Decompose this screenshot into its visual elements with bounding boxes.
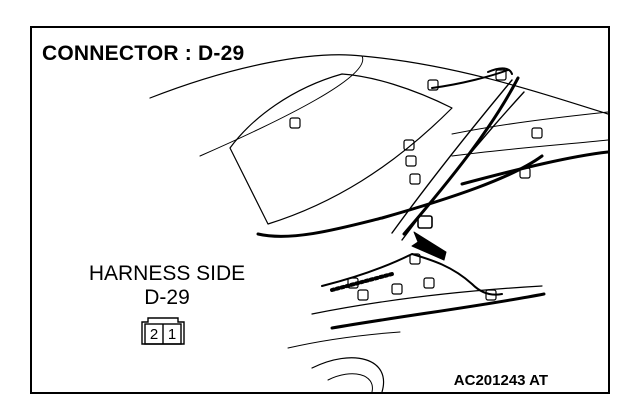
connector-outline xyxy=(141,317,185,345)
vehicle-illustration xyxy=(149,54,608,392)
floor-line xyxy=(311,285,543,315)
sill-line xyxy=(287,331,401,349)
dash-harness-upper xyxy=(256,154,544,238)
wheel-arch-outer xyxy=(311,357,385,392)
body-line-2 xyxy=(451,139,608,157)
floor-harness xyxy=(330,292,546,330)
figure-code: AC201243 AT xyxy=(453,372,548,389)
pillar-harness xyxy=(402,76,520,236)
harness-label-block: HARNESS SIDE D-29 xyxy=(72,262,262,310)
connector-clips xyxy=(289,69,543,301)
connector-label: D-29 xyxy=(144,286,190,309)
roof-front-edge xyxy=(199,55,364,157)
harness-side-label: HARNESS SIDE xyxy=(88,262,246,285)
body-line-1 xyxy=(451,111,608,135)
a-pillar-inner xyxy=(401,91,525,241)
a-pillar-outer xyxy=(391,79,513,234)
page-title: CONNECTOR : D-29 xyxy=(42,42,245,65)
ip-harness-dashed xyxy=(330,272,394,292)
roof-harness xyxy=(431,67,513,89)
ip-harness xyxy=(321,253,503,296)
body-harness-right xyxy=(460,150,608,186)
pin-2: 2 xyxy=(149,326,159,343)
windshield-outline xyxy=(229,73,453,225)
d29-connector-mark xyxy=(417,215,433,229)
pin-1: 1 xyxy=(167,326,177,343)
wheel-arch-inner xyxy=(327,373,373,392)
connector-face: 2 1 xyxy=(138,316,188,348)
diagram-frame: CONNECTOR : D-29 HARNESS SIDE D-29 2 1 A… xyxy=(30,26,610,394)
pointer-arrow xyxy=(411,231,447,261)
